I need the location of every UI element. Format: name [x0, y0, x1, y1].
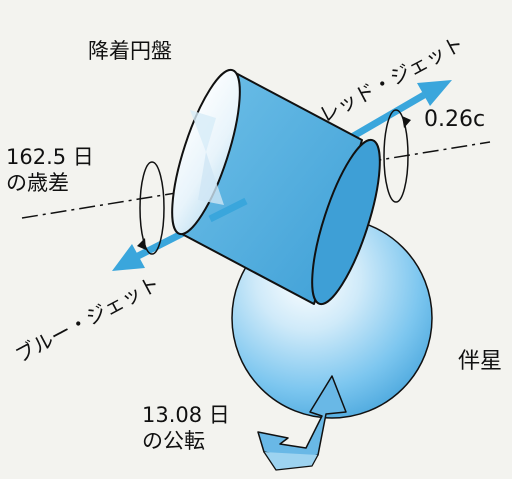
precession-caption-label: の歳差 — [6, 171, 69, 195]
precession-arrowhead-left — [137, 238, 146, 250]
red-jet-arrowhead — [417, 80, 452, 106]
companion-star-label: 伴星 — [458, 349, 503, 374]
precession-period-label: 162.5 日 — [6, 145, 94, 169]
precession-cone-left — [139, 161, 165, 255]
accretion-disk — [171, 68, 381, 306]
blue-jet-front — [208, 197, 248, 223]
precession-cone-right — [383, 109, 409, 203]
orbital-caption-label: の公転 — [142, 429, 205, 453]
orbital-period-label: 13.08 日 — [142, 403, 230, 427]
accretion-disk-label: 降着円盤 — [88, 39, 172, 63]
precession-arrowhead-right — [402, 116, 411, 128]
orbit-arrow-inner — [263, 451, 319, 471]
blue-jet-arrowhead — [112, 244, 145, 271]
jet-speed-label: 0.26c — [424, 107, 486, 132]
